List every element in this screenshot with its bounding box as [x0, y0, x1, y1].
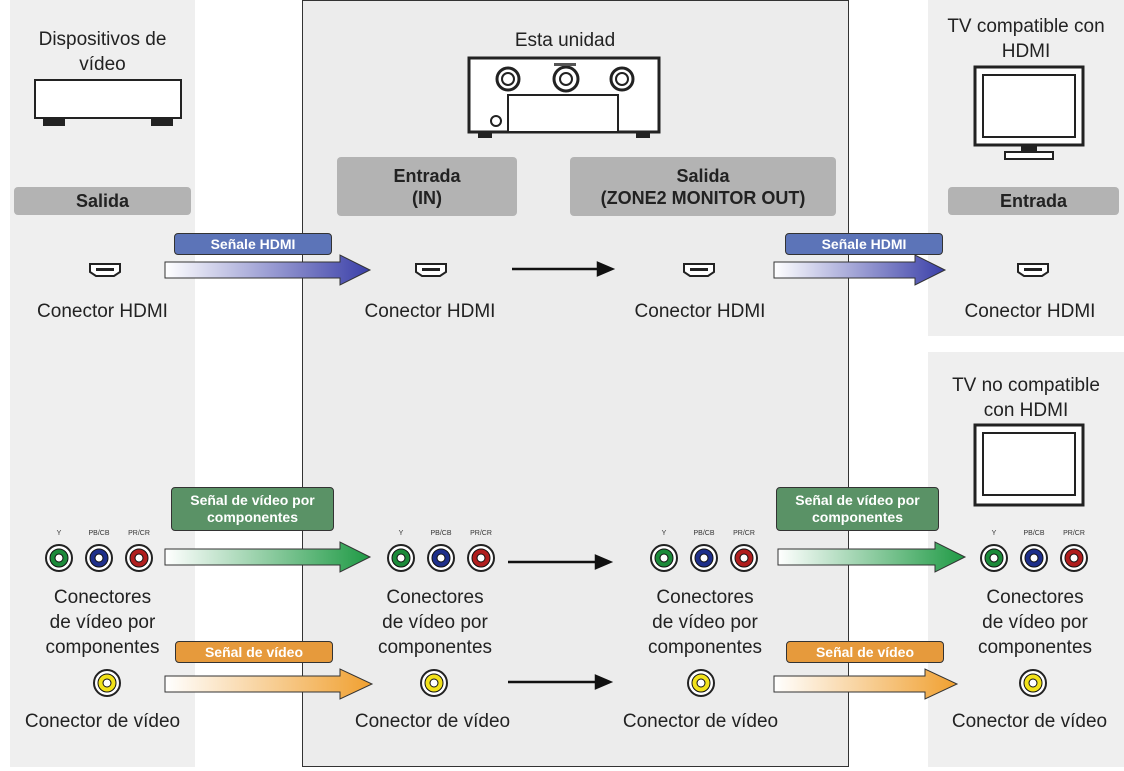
- video-arrow-2: [773, 668, 959, 700]
- hdmi-signal-label-2: Señale HDMI: [785, 233, 943, 255]
- hdmi-label-unit-in: Conector HDMI: [364, 301, 496, 322]
- device-panel: [10, 0, 195, 767]
- video-signal-label-1: Señal de vídeo: [175, 641, 333, 663]
- component-jacks-tv: Y PB/CB PR/CR: [975, 530, 1095, 576]
- hdmi-connector-icon-unit-in: [415, 263, 447, 277]
- rca-label-pr: PR/CR: [128, 530, 150, 537]
- device-output-header-label: Salida: [75, 191, 130, 211]
- component-jacks-unit-in: Y PB/CB PR/CR: [382, 530, 502, 576]
- tv-input-header: Entrada: [948, 187, 1119, 215]
- component-label-unit-in-l1: Conectores: [386, 587, 484, 608]
- video-arrow-1: [164, 668, 374, 700]
- component-label-unit-in-l2: de vídeo por: [382, 612, 488, 633]
- video-device-icon: [34, 79, 182, 126]
- hdmi-signal-label-1: Señale HDMI: [174, 233, 332, 255]
- component-label-tv-l2: de vídeo por: [982, 612, 1088, 633]
- hdmi-label-device: Conector HDMI: [37, 301, 168, 322]
- component-signal-label-2: Señal de vídeo por componentes: [776, 487, 939, 531]
- rca-label-pb: PB/CB: [88, 530, 110, 537]
- component-signal-text-1a: Señal de vídeo por: [190, 492, 315, 508]
- component-jacks-device: Y PB/CB PR/CR: [40, 530, 160, 576]
- unit-input-header-line2: (IN): [412, 187, 442, 208]
- tv-hdmi-title: TV compatible con HDMI: [928, 14, 1124, 64]
- video-jack-icon-unit-in: [420, 669, 448, 697]
- video-signal-text-2: Señal de vídeo: [815, 643, 915, 660]
- component-label-tv-l1: Conectores: [986, 587, 1084, 608]
- video-label-unit-out: Conector de vídeo: [622, 711, 779, 732]
- tv-input-header-label: Entrada: [999, 191, 1068, 211]
- hdmi-connector-icon-tv: [1017, 263, 1049, 277]
- component-label-device: Conectores de vídeo por componentes: [10, 585, 195, 660]
- unit-output-header: Salida (ZONE2 MONITOR OUT): [570, 157, 836, 216]
- device-title-line2: vídeo: [79, 54, 126, 75]
- component-signal-text-1b: componentes: [206, 509, 298, 525]
- component-signal-text-2b: componentes: [811, 509, 903, 525]
- unit-title: Esta unidad: [514, 30, 616, 51]
- rca-label-pr: PR/CR: [733, 530, 755, 537]
- tv-nonhdmi-title-line2: con HDMI: [983, 400, 1069, 421]
- unit-output-header-line1: Salida: [676, 165, 730, 186]
- rca-label-y: Y: [56, 530, 62, 537]
- hdmi-connector-icon-unit-out: [683, 263, 715, 277]
- unit-input-header-line1: Entrada: [393, 165, 461, 186]
- component-label-tv: Conectores de vídeo por componentes: [945, 585, 1124, 660]
- rca-label-y: Y: [398, 530, 404, 537]
- unit-input-header: Entrada (IN): [337, 157, 517, 216]
- component-label-device-l3: componentes: [45, 637, 160, 658]
- tv-nonhdmi-title: TV no compatible con HDMI: [928, 373, 1124, 423]
- av-receiver-icon: [467, 56, 661, 138]
- hdmi-connector-icon-device: [89, 263, 121, 277]
- unit-output-header-line2: (ZONE2 MONITOR OUT): [600, 187, 806, 208]
- hdmi-signal-text-1: Señale HDMI: [210, 235, 296, 252]
- component-arrow-1: [164, 541, 372, 573]
- video-label-device: Conector de vídeo: [24, 711, 181, 732]
- video-label-unit-in: Conector de vídeo: [354, 711, 511, 732]
- component-label-tv-l3: componentes: [977, 637, 1093, 658]
- hdmi-arrow-2: [773, 254, 947, 286]
- tv-nonhdmi-title-line1: TV no compatible: [952, 375, 1100, 396]
- component-arrow-2: [777, 541, 967, 573]
- video-label-tv: Conector de vídeo: [951, 711, 1108, 732]
- video-jack-icon-tv: [1019, 669, 1047, 697]
- rca-label-pb: PB/CB: [1023, 530, 1045, 537]
- rca-label-y: Y: [661, 530, 667, 537]
- device-output-header: Salida: [14, 187, 191, 215]
- hdmi-signal-text-2: Señale HDMI: [821, 235, 907, 252]
- rca-label-pr: PR/CR: [470, 530, 492, 537]
- rca-label-pb: PB/CB: [430, 530, 452, 537]
- video-jack-icon-unit-out: [687, 669, 715, 697]
- component-signal-text-2a: Señal de vídeo por: [795, 492, 920, 508]
- hdmi-arrow-1: [164, 254, 372, 286]
- component-label-unit-out-l1: Conectores: [656, 587, 754, 608]
- component-label-unit-out-l3: componentes: [647, 637, 763, 658]
- video-jack-icon-device: [93, 669, 121, 697]
- rca-label-y: Y: [991, 530, 997, 537]
- hdmi-label-unit-out: Conector HDMI: [634, 301, 766, 322]
- tv-nonhdmi-icon: [973, 423, 1085, 507]
- component-jacks-unit-out: Y PB/CB PR/CR: [645, 530, 765, 576]
- tv-hdmi-title-line2: HDMI: [1001, 41, 1051, 62]
- tv-hdmi-title-line1: TV compatible con: [947, 16, 1105, 37]
- rca-label-pr: PR/CR: [1063, 530, 1085, 537]
- component-label-device-l2: de vídeo por: [49, 612, 156, 633]
- video-signal-text-1: Señal de vídeo: [204, 643, 304, 660]
- device-title: Dispositivos de vídeo: [10, 27, 195, 77]
- device-title-line1: Dispositivos de: [38, 29, 167, 50]
- tv-hdmi-icon: [973, 65, 1085, 160]
- component-label-device-l1: Conectores: [53, 587, 152, 608]
- component-label-unit-out-l2: de vídeo por: [652, 612, 758, 633]
- tv-hdmi-panel: [928, 0, 1124, 336]
- rca-label-pb: PB/CB: [693, 530, 715, 537]
- component-signal-label-1: Señal de vídeo por componentes: [171, 487, 334, 531]
- component-label-unit-in-l3: componentes: [377, 637, 493, 658]
- component-label-unit-in: Conectores de vídeo por componentes: [345, 585, 525, 660]
- component-label-unit-out: Conectores de vídeo por componentes: [615, 585, 795, 660]
- hdmi-label-tv: Conector HDMI: [964, 301, 1096, 322]
- video-signal-label-2: Señal de vídeo: [786, 641, 944, 663]
